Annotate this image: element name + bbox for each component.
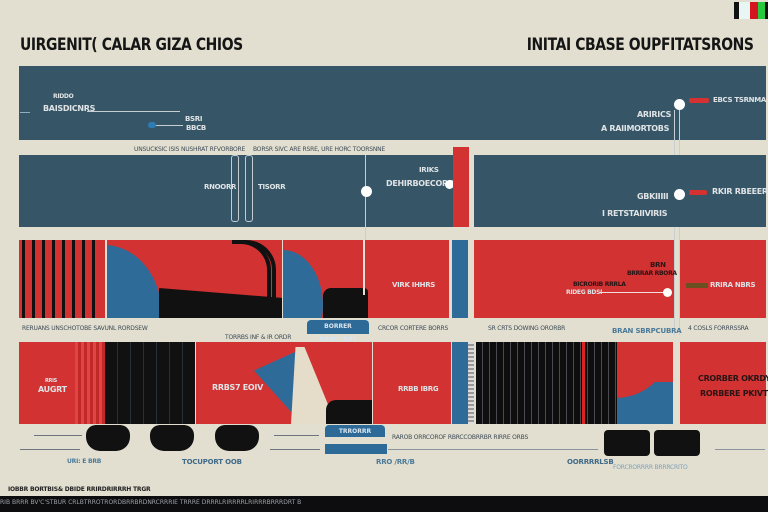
page-title-left: UIRGENIT( CALAR GIZA CHIOS [20, 35, 243, 55]
row2-guide-line [365, 155, 366, 315]
row2-gauge-a [231, 155, 239, 222]
row1-pointer-b: BBCB [186, 124, 206, 132]
row3-panel-center [283, 240, 449, 318]
row4-left-small: RRIS [45, 378, 57, 384]
row2-marker-dot[interactable] [361, 186, 372, 197]
row2-center-small: IRIKS [419, 166, 439, 174]
row4-red-marker [582, 342, 585, 424]
row4-panel-quarter [617, 342, 673, 424]
bottom-caption-1: URI: E BRB [67, 458, 102, 465]
row3-caption-6: 4 COSLS FORRRSSRA [688, 325, 749, 332]
row3-center-label: VIRK IHHRS [392, 281, 436, 289]
row1-band [19, 66, 766, 140]
row4-black-bars-2 [476, 342, 617, 424]
bottom-caption-4: OORRRRLSB [567, 458, 614, 466]
knob-2[interactable] [150, 425, 194, 451]
row1-right-small: ARIRICS [637, 110, 672, 119]
page-title-right: INITAI CBASE OUPFITATSRONS [527, 35, 754, 55]
row1-pointer-a: BSRI [185, 115, 203, 123]
row2-band-left [19, 155, 467, 227]
row4-panel-right [680, 342, 766, 424]
row3-marker-dot[interactable] [663, 288, 672, 297]
footer-bar [0, 496, 768, 512]
row4-panel-mid [373, 342, 451, 424]
row4-tab-base [325, 444, 387, 454]
row1-pointer-icon [148, 122, 156, 128]
row3-red-small: BRN [650, 261, 666, 269]
row4-center-label: RRBS7 EOIV [212, 383, 263, 392]
bottom-caption-line: RAROB ORRCOROF RBRCCOBRRBR RIRRE ORBS [392, 434, 529, 441]
row3-panel-red [474, 240, 674, 318]
row2-red-tab [453, 147, 469, 227]
row3-red-pointer-line [600, 292, 668, 293]
row1-red-flag [689, 98, 709, 103]
row2-marker-dot-2[interactable] [445, 180, 454, 189]
row3-caption-3: CRCOR CORTERE BORRS [378, 325, 449, 332]
row1-marker-dot[interactable] [674, 99, 685, 110]
device-2[interactable] [654, 430, 700, 456]
row2-label-a: RNOORR [204, 183, 237, 191]
row1-right-callout: EBCS TSRNMA [713, 96, 767, 104]
row1-left-label: BAISDICNRS [43, 104, 96, 113]
row4-black-bars [105, 342, 195, 424]
row2-center-label: DEHIRBOECORR [386, 179, 454, 188]
row2-label-b: TISORR [258, 183, 286, 191]
row4-right-label-2: RORBERE PKIVTS [700, 389, 768, 398]
flag-icon [734, 2, 768, 19]
row4-mid-label: RRBB IBRG [398, 385, 439, 393]
device-1[interactable] [604, 430, 650, 456]
row2-right-small: GBKIIIII [637, 192, 669, 201]
row4-stripe-fade [75, 342, 105, 424]
row4-blue-column [452, 342, 468, 424]
bottom-rule-5 [388, 449, 598, 450]
row4-panel-center [196, 342, 372, 424]
row4-left-label: AUGRT [38, 385, 67, 394]
row3-blue-column [452, 240, 468, 318]
bottom-caption-2: TOCUPORT OOB [182, 458, 242, 466]
footer-text: RIB BRRR BV'C'STBUR CRLBTRROTRORDBRRBRDN… [0, 499, 302, 506]
row1-caption-right: BORSR SIVC ARE RSRE, URE HORC TOORSNNE [253, 146, 386, 153]
row3-panel-arc [107, 240, 282, 318]
bottom-note: IOBBR BORTBIS& DBIDE RRIRDRIRRRH TRGR [8, 486, 151, 493]
row3-caption-5: BRAN SBRPCUBRA [612, 327, 682, 335]
row2-right-callout: RKIR RBEEER [712, 187, 768, 196]
bottom-rule-3 [274, 435, 319, 436]
row1-pointer-line [156, 125, 183, 126]
row2-gauge-b [245, 155, 253, 222]
row3-caption-1: RERUANS UNSCHOTOBE SAVUNL RORDSEW [22, 325, 148, 332]
knob-3[interactable] [215, 425, 259, 451]
row3-red-label: BICRORIB RRRLA [573, 281, 626, 288]
row3-tab[interactable]: BORRER RORCURDS [307, 320, 369, 343]
row3-red-mid: BRRRAR RBORA [627, 270, 677, 277]
row3-right-swatch [686, 283, 708, 288]
row1-left-small: RIDDO [53, 93, 74, 100]
bottom-rule-1 [34, 435, 82, 436]
bottom-caption-3: RRO /RR/B [376, 458, 415, 466]
bottom-rule-2 [20, 449, 80, 450]
row3-red-pointer: RIDEG BDSI [566, 289, 603, 296]
row1-caption-left: UNSUCKSIC ISIS NUSHRAT RFVORBORE [134, 146, 246, 153]
row3-right-label: RRIRA NBRS [710, 281, 756, 289]
row3-caption-2: TORRBS INF & IR ORDR [225, 334, 292, 341]
row4-right-label-1: CRORBER OKRDY [698, 374, 768, 383]
row2-right-marker-dot[interactable] [674, 189, 685, 200]
row3-stripes [22, 240, 102, 318]
row3-panel-right [680, 240, 766, 318]
row1-left-arrow-icon [20, 112, 30, 113]
row4-dotted-column [468, 342, 474, 424]
row2-band-right [474, 155, 766, 227]
row4-tab[interactable]: TRRORRR [325, 425, 385, 437]
bottom-rule-6 [715, 449, 765, 450]
row1-right-label: A RAIIMORTOBS [601, 124, 670, 133]
row3-caption-4: SR CRTS DOWING ORORBR [488, 325, 566, 332]
row2-red-flag [689, 190, 707, 195]
row2-right-label: I RETSTAIIVIRIS [602, 209, 668, 218]
row1-leader-line [87, 111, 180, 112]
bottom-rule-4 [270, 449, 320, 450]
bottom-caption-5: FORCRORRRR BRRRCRITO [613, 464, 688, 471]
knob-1[interactable] [86, 425, 130, 451]
